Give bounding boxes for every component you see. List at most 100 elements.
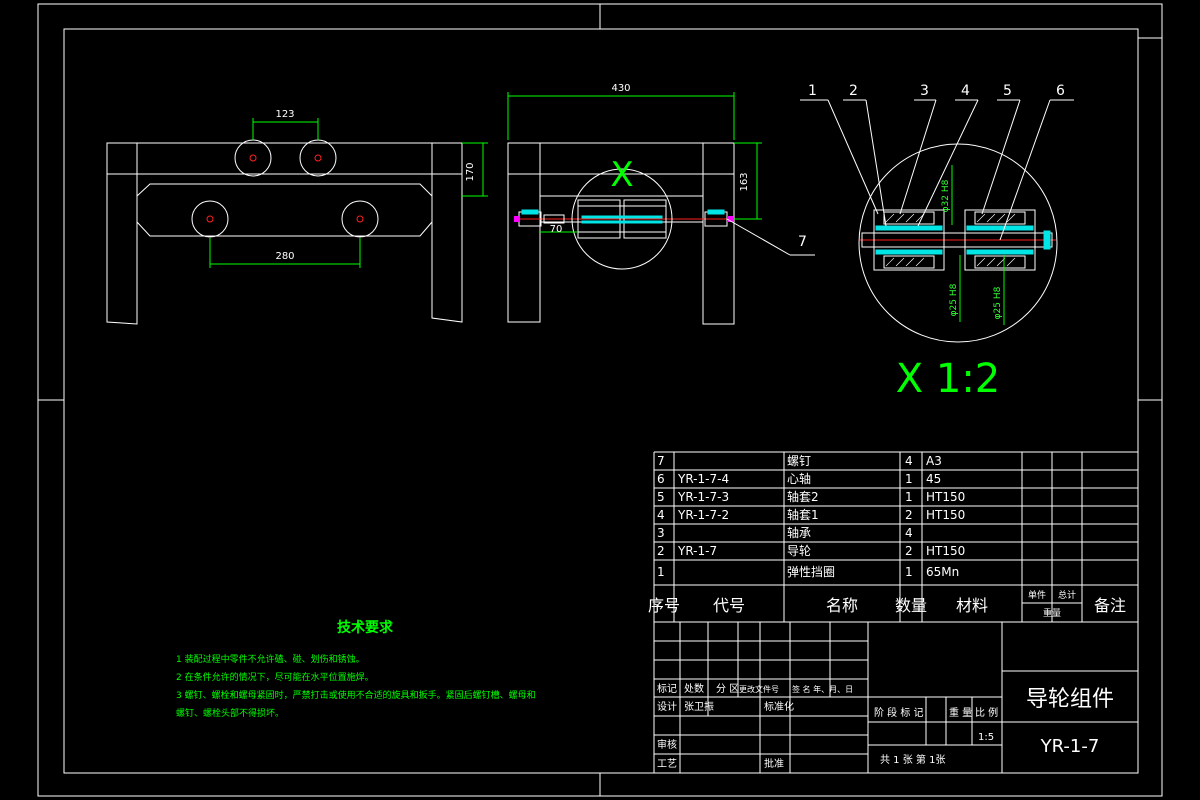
tb-standardization: 标准化: [764, 700, 794, 713]
dim-430-label: 430: [611, 83, 630, 94]
bom-qty-3: 4: [905, 526, 913, 540]
tb-process: 工艺: [657, 758, 677, 770]
bom-header-name: 名称: [826, 596, 858, 615]
bom-name-1: 弹性挡圈: [787, 565, 835, 579]
bom-code-5: YR-1-7-3: [677, 490, 729, 504]
bom-mat-7: A3: [926, 454, 942, 468]
tb-zone: 分 区: [716, 683, 739, 695]
bom-no-6: 6: [657, 472, 665, 486]
bom-code-6: YR-1-7-4: [677, 472, 729, 486]
dim-170: 170: [462, 142, 488, 197]
title-block: 标记 处数 分 区 更改文件号 签 名 年、月、日 设计 张卫振 标准化 阶 段…: [653, 622, 1138, 773]
tb-scale-value: 1:5: [978, 732, 994, 743]
bom-qty-2: 2: [905, 544, 913, 558]
bom-header-weight: 重量: [1043, 607, 1061, 619]
tech-line-4: 螺钉、螺栓头部不得损坏。: [176, 707, 284, 719]
technical-requirements: 技术要求 1 装配过程中零件不允许磕、碰、划伤和锈蚀。 2 在条件允许的情况下，…: [176, 619, 536, 719]
balloon-1: 1: [808, 83, 817, 99]
bom-qty-5: 1: [905, 490, 913, 504]
balloon-5: 5: [1003, 83, 1012, 99]
balloon-4: 4: [961, 83, 970, 99]
bom-header-code: 代号: [713, 596, 745, 615]
bom-no-4: 4: [657, 508, 665, 522]
detail-title: X 1:2: [896, 356, 1001, 402]
dim-163-label: 163: [739, 172, 750, 191]
tb-sheets: 共 1 张 第 1张: [880, 753, 945, 766]
tb-approve: 批准: [764, 757, 784, 770]
bom-name-5: 轴套2: [787, 489, 819, 504]
dim-phi32: φ32 H8: [941, 179, 951, 212]
bom-no-5: 5: [657, 490, 665, 504]
bom-mat-1: 65Mn: [926, 565, 959, 579]
bom-name-7: 螺钉: [787, 454, 811, 468]
bom-no-1: 1: [657, 565, 665, 579]
bom-header-remark: 备注: [1094, 596, 1126, 615]
tb-signdate: 签 名 年、月、日: [792, 684, 853, 694]
bom-name-4: 轴套1: [787, 507, 819, 522]
detail-view: φ32 H8 φ25 H8 φ25 H8 1 2 3 4 5 6 X 1:2: [800, 83, 1074, 402]
bom-qty-7: 4: [905, 454, 913, 468]
bom-name-2: 导轮: [787, 544, 811, 558]
tech-line-3: 3 螺钉、螺栓和螺母紧固时，严禁打击或使用不合适的旋具和扳手。紧固后螺钉槽、螺母…: [176, 689, 536, 701]
dim-170-label: 170: [465, 162, 476, 181]
bom-qty-6: 1: [905, 472, 913, 486]
guide-wheel-lower-right: [341, 200, 379, 238]
guide-wheel-lower-left: [191, 200, 229, 238]
guide-wheel-upper-right: [299, 139, 337, 177]
bom-header-material: 材料: [956, 596, 988, 615]
bom-header-unit: 单件: [1028, 589, 1046, 601]
dim-phi25-right: φ25 H8: [993, 286, 1003, 319]
balloon-6: 6: [1056, 83, 1065, 99]
tech-line-1: 1 装配过程中零件不允许磕、碰、划伤和锈蚀。: [176, 653, 365, 665]
balloon-7: 7: [798, 234, 807, 250]
bom-code-4: YR-1-7-2: [677, 508, 729, 522]
tb-scale: 比 例: [975, 706, 998, 719]
tech-title: 技术要求: [337, 619, 394, 636]
bom-mat-5: HT150: [926, 490, 965, 504]
drawing-name: 导轮组件: [1026, 687, 1114, 712]
dim-70: 70: [540, 224, 578, 235]
bom-no-3: 3: [657, 526, 665, 540]
side-view: X 430 163 70 7: [507, 83, 815, 325]
detail-marker-x: X: [610, 155, 633, 195]
front-view: 123 280 170: [106, 109, 488, 325]
bom-mat-2: HT150: [926, 544, 965, 558]
bom-no-2: 2: [657, 544, 665, 558]
detail-circle-x: [571, 168, 673, 270]
drawing-number: YR-1-7: [1040, 736, 1100, 757]
bom-mat-4: HT150: [926, 508, 965, 522]
bom-header-qty: 数量: [895, 596, 927, 615]
bom-header-no: 序号: [648, 596, 680, 615]
bom-qty-1: 1: [905, 565, 913, 579]
dim-70-label: 70: [550, 224, 563, 235]
dim-163: 163: [734, 142, 762, 220]
bom-header-total: 总计: [1058, 589, 1076, 601]
dim-430: 430: [507, 83, 735, 140]
dim-280: 280: [209, 238, 361, 268]
tb-weight: 重 量: [949, 706, 972, 719]
dim-280-label: 280: [275, 251, 294, 262]
dim-phi25-left: φ25 H8: [949, 283, 959, 316]
balloon-3: 3: [920, 83, 929, 99]
tb-designer: 张卫振: [684, 700, 714, 713]
tb-count: 处数: [684, 682, 704, 695]
tb-stage: 阶 段 标 记: [874, 706, 924, 719]
drawing-frame: [37, 3, 1163, 797]
tech-line-2: 2 在条件允许的情况下，尽可能在水平位置施焊。: [176, 671, 374, 683]
tb-audit: 审核: [657, 738, 677, 751]
tb-marks: 标记: [657, 683, 677, 695]
dim-123: 123: [252, 109, 319, 140]
bom-mat-6: 45: [926, 472, 941, 486]
tb-design: 设计: [657, 700, 677, 713]
tb-docno: 更改文件号: [739, 684, 779, 694]
bom-qty-4: 2: [905, 508, 913, 522]
bom-table: 7 螺钉 4 A3 6 YR-1-7-4 心轴 1 45 5 YR-1-7-3 …: [648, 451, 1138, 623]
bom-code-2: YR-1-7: [677, 544, 717, 558]
guide-wheel-upper-left: [234, 139, 272, 177]
bom-name-3: 轴承: [787, 525, 811, 540]
dim-123-label: 123: [275, 109, 294, 120]
balloon-2: 2: [849, 83, 858, 99]
bom-no-7: 7: [657, 454, 665, 468]
bom-name-6: 心轴: [787, 471, 811, 486]
